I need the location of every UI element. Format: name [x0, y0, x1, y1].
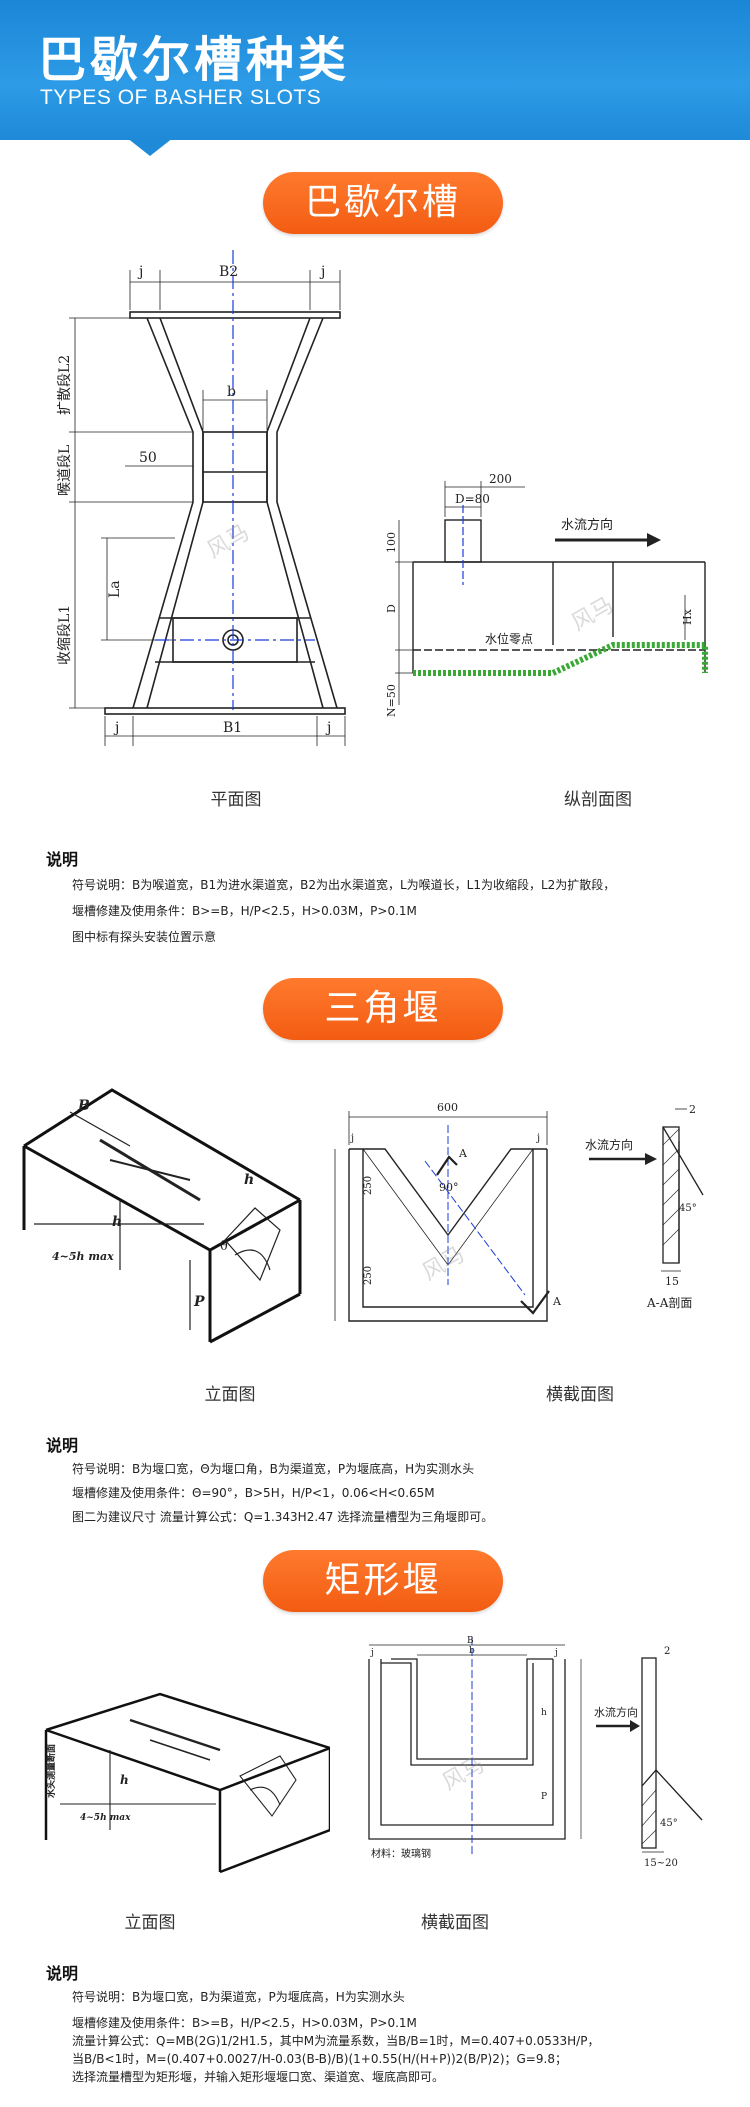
figure-label-longitudinal: 纵剖面图	[564, 790, 632, 810]
dim-h: h	[541, 1708, 547, 1718]
dim-200: 200	[489, 472, 512, 486]
dim-p: P	[193, 1294, 205, 1310]
watermark: 风马	[568, 593, 619, 637]
dim-n50: N=50	[385, 684, 398, 717]
figure-label-cross-section: 横截面图	[546, 1385, 614, 1405]
figure-label-plan: 平面图	[210, 790, 262, 810]
dim-h: h	[244, 1172, 254, 1188]
figure-label-cross-section: 横截面图	[421, 1913, 489, 1933]
rectangular-weir-elevation-diagram: 水头测量断面 h 4~5h max	[44, 1692, 330, 1874]
dim-j-left: j	[350, 1133, 354, 1144]
dim-j-top-left: j	[137, 264, 143, 280]
desc-line: 流量计算公式：Q=MB(2G)1/2H1.5，其中M为流量系数，当B/B=1时，…	[72, 2034, 600, 2048]
parshall-plan-diagram: j B2 j b 50 La j B1 j 扩散段L2 喉道段L 收缩段L1 风…	[57, 250, 346, 746]
dim-d: D	[385, 604, 398, 613]
dim-h: h	[120, 1773, 129, 1787]
dim-45deg: 45°	[679, 1203, 697, 1214]
dim-j-left: j	[370, 1648, 374, 1658]
triangular-weir-cross-section-diagram: 600 250 250 90° A A j j 风马	[334, 1101, 562, 1322]
section-title-parshall: 巴歇尔槽	[263, 172, 503, 234]
section-title-rectangular-weir: 矩形堰	[263, 1550, 503, 1612]
dim-b-outer: B	[467, 1636, 474, 1646]
label-water-zero: 水位零点	[485, 631, 533, 646]
desc-line: 符号说明：B为堰口宽，B为渠道宽，P为堰底高，H为实测水头	[72, 1990, 405, 2004]
label-expand-section: 扩散段L2	[57, 355, 73, 415]
parshall-section-diagram: 200 D=80 100 D N=50 水流方向 水位零点 Hx 风马	[385, 472, 708, 717]
dim-b: b	[227, 384, 236, 400]
page-subtitle: TYPES OF BASHER SLOTS	[40, 86, 322, 109]
section-title-triangular-weir: 三角堰	[263, 978, 503, 1040]
header-banner	[0, 0, 750, 140]
dim-50: 50	[139, 450, 157, 466]
dim-j-right: j	[554, 1648, 558, 1658]
desc-line: 图中标有探头安装位置示意	[72, 930, 217, 944]
dim-scale: 4~5h max	[80, 1813, 131, 1823]
dim-600: 600	[437, 1101, 458, 1114]
label-contract-section: 收缩段L1	[57, 605, 73, 665]
triangular-weir-elevation-diagram: B h h θ 4~5h max P	[22, 1088, 302, 1344]
label-flow-direction: 水流方向	[561, 517, 613, 533]
label-aa-section: A-A剖面	[646, 1296, 692, 1310]
dim-a-bottom: A	[552, 1295, 562, 1308]
dim-a-top: A	[458, 1147, 468, 1160]
desc-line: 堰槽修建及使用条件：B>=B，H/P<2.5，H>0.03M，P>0.1M	[72, 904, 417, 918]
dim-j-right: j	[536, 1133, 540, 1144]
dim-2: 2	[689, 1103, 696, 1116]
dim-b-inner: b	[469, 1646, 475, 1656]
header-notch	[122, 134, 178, 156]
label-material: 材料：玻璃钢	[371, 1847, 431, 1860]
desc-title-triangular-weir: 说明	[46, 1436, 79, 1455]
dim-j-bottom-right: j	[325, 720, 331, 736]
dim-b: B	[77, 1098, 90, 1114]
label-flow-direction: 水流方向	[594, 1705, 638, 1719]
desc-line: 堰槽修建及使用条件：B>=B，H/P<2.5，H>0.03M，P>0.1M	[72, 2016, 417, 2030]
watermark: 风马	[418, 1242, 469, 1286]
dim-theta: θ	[220, 1239, 228, 1254]
dim-h2: h	[112, 1214, 122, 1230]
page-title: 巴歇尔槽种类	[38, 32, 351, 88]
dim-j-top-right: j	[319, 264, 325, 280]
dim-p: P	[541, 1792, 547, 1802]
dim-2: 2	[664, 1646, 670, 1657]
dim-la: La	[107, 580, 123, 598]
dim-b1: B1	[223, 720, 242, 736]
label-throat-section: 喉道段L	[57, 445, 73, 496]
dim-b2: B2	[219, 264, 238, 280]
desc-title-rectangular-weir: 说明	[46, 1964, 79, 1983]
dim-j-bottom-left: j	[113, 720, 119, 736]
dim-15-20: 15~20	[644, 1858, 678, 1869]
triangular-weir-aa-section-diagram: 水流方向 2 45° 15 A-A剖面	[585, 1103, 704, 1310]
dim-90deg: 90°	[439, 1181, 459, 1194]
desc-line: 符号说明：B为喉道宽，B1为进水渠道宽，B2为出水渠道宽，L为喉道长，L1为收缩…	[72, 878, 616, 892]
desc-line: 选择流量槽型为矩形堰，并输入矩形堰堰口宽、渠道宽、堰底高即可。	[72, 2070, 445, 2084]
figure-label-elevation: 立面图	[204, 1385, 256, 1405]
dim-45deg: 45°	[660, 1818, 678, 1829]
dim-scale: 4~5h max	[52, 1250, 114, 1263]
dim-250a: 250	[363, 1176, 374, 1195]
dim-d80: D=80	[455, 492, 490, 506]
desc-line: 符号说明：B为堰口宽，Θ为堰口角，B为渠道宽，P为堰底高，H为实测水头	[72, 1462, 475, 1476]
desc-line: 图二为建议尺寸 流量计算公式：Q=1.343H2.47 选择流量槽型为三角堰即可…	[72, 1510, 494, 1524]
desc-title-parshall: 说明	[46, 850, 79, 869]
label-head-measurement: 水头测量断面	[45, 1744, 57, 1798]
rectangular-weir-cross-section-diagram: B b h P j j 材料：玻璃钢 风马	[368, 1636, 582, 1860]
rectangular-weir-side-section-diagram: 水流方向 2 45° 15~20	[594, 1646, 703, 1869]
desc-line: 堰槽修建及使用条件：Θ=90°，B>5H，H/P<1，0.06<H<0.65M	[72, 1486, 435, 1500]
label-flow-direction: 水流方向	[585, 1137, 633, 1152]
watermark: 风马	[203, 520, 254, 564]
desc-line: 当B/B<1时，M=(0.407+0.0027/H-0.03(B-B)/B)(1…	[72, 2052, 567, 2066]
figure-label-elevation: 立面图	[124, 1913, 176, 1933]
dim-250b: 250	[363, 1266, 374, 1285]
dim-100: 100	[385, 532, 398, 553]
dim-hx: Hx	[681, 608, 694, 625]
dim-15: 15	[665, 1275, 679, 1288]
